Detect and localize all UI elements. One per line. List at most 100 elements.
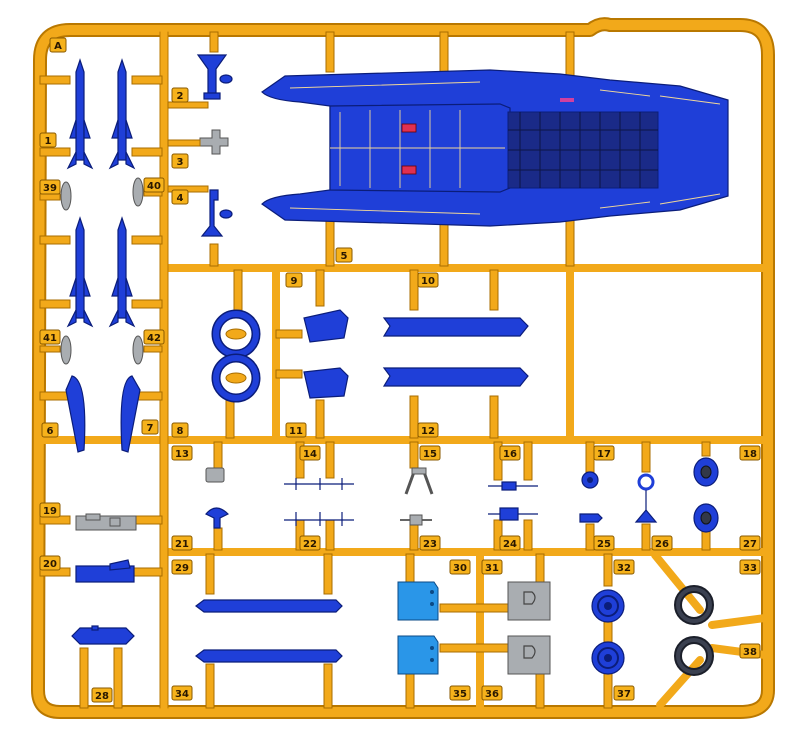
missile-parts [39,58,163,365]
part-22 [284,512,354,526]
part-number-tag-18: 18 [739,445,761,461]
part-number-tag-42-label: 42 [147,333,161,344]
part-number-tag-20: 20 [39,555,61,571]
part-number-tag-36-label: 36 [485,689,499,700]
part-number-tag-28-label: 28 [95,691,109,702]
part-number-tag-34: 34 [171,685,193,701]
part-number-tag-9-label: 9 [291,276,298,287]
part-number-tag-35-label: 35 [453,689,467,700]
part-number-tag-17-label: 17 [597,449,611,460]
part-number-tag-4: 4 [171,189,189,205]
part-number-tag-1: 1 [39,132,57,148]
part-number-tag-41-label: 41 [43,333,57,344]
part-number-tag-25: 25 [593,535,615,551]
part-number-tag-40: 40 [143,177,165,193]
part-number-tag-23: 23 [419,535,441,551]
part-20 [75,559,135,583]
part-number-tag-7-label: 7 [147,423,154,434]
part-number-tag-3-label: 3 [177,157,184,168]
part-number-tag-30: 30 [449,559,471,575]
part-number-tag-27-label: 27 [743,539,757,550]
part-number-tag-27: 27 [739,535,761,551]
part-number-tag-10: 10 [417,272,439,288]
sprue-letter-tag-label: A [54,41,62,52]
part-2 [196,54,233,100]
part-number-tag-5-label: 5 [341,251,348,262]
part-23 [400,514,432,526]
part-26 [634,473,658,523]
part-19 [75,513,137,531]
part-13 [205,467,225,483]
part-number-tag-10-label: 10 [421,276,435,287]
sprue-letter-tag: A [49,37,67,53]
part-17 [581,471,599,489]
part-number-tag-8-label: 8 [177,426,184,437]
part-number-tag-6: 6 [41,422,59,438]
part-number-tag-19: 19 [39,502,61,518]
part-number-tag-38-label: 38 [743,647,757,658]
part-number-tag-1-label: 1 [45,136,52,147]
part-7 [120,375,141,453]
part-number-tag-41: 41 [39,329,61,345]
missile-part [108,58,136,170]
part-number-tag-23-label: 23 [423,539,437,550]
part-number-tag-7: 7 [141,419,159,435]
part-number-tag-4-label: 4 [177,193,184,204]
part-number-tag-34-label: 34 [175,689,189,700]
part-number-tag-22: 22 [299,535,321,551]
part-number-tag-9: 9 [285,272,303,288]
part-number-tag-39-label: 39 [43,183,57,194]
part-10 [382,317,529,337]
sprue-gates [39,31,711,709]
part-number-tag-32: 32 [613,559,635,575]
part-number-tag-20-label: 20 [43,559,57,570]
part-5-fuselage [261,69,729,227]
part-21 [205,507,230,529]
part-number-tag-16-label: 16 [503,449,517,460]
part-number-tag-2: 2 [171,87,189,103]
part-31 [507,581,551,621]
part-number-tag-19-label: 19 [43,506,57,517]
part-number-tag-12-label: 12 [421,426,435,437]
part-35 [397,635,439,675]
part-number-tag-33: 33 [739,559,761,575]
part-number-tag-6-label: 6 [47,426,54,437]
part-14 [284,478,354,490]
part-number-tag-24-label: 24 [503,539,517,550]
part-number-tag-31: 31 [481,559,503,575]
part-37 [591,641,625,675]
part-number-tag-13: 13 [171,445,193,461]
part-number-tag-31-label: 31 [485,563,499,574]
part-number-tag-38: 38 [739,643,761,659]
part-number-tag-14: 14 [299,445,321,461]
part-number-tag-40-label: 40 [147,181,161,192]
part-number-tag-32-label: 32 [617,563,631,574]
part-number-tag-25-label: 25 [597,539,611,550]
part-8-rings [211,309,261,403]
part-6 [65,375,86,453]
sprue-frame [31,17,775,719]
part-number-tag-35: 35 [449,685,471,701]
part-number-tag-18-label: 18 [743,449,757,460]
part-33-38-tires [674,585,714,676]
part-number-tag-26: 26 [651,535,673,551]
part-18-27-wheels [693,457,719,533]
part-number-tag-3: 3 [171,153,189,169]
part-11 [303,367,349,399]
missile-part [66,58,94,170]
part-16 [488,481,538,491]
part-number-tag-21: 21 [171,535,193,551]
part-number-tag-33-label: 33 [743,563,757,574]
part-9 [303,309,349,343]
part-number-tag-22-label: 22 [303,539,317,550]
part-36 [507,635,551,675]
part-number-tag-17: 17 [593,445,615,461]
part-12 [382,367,529,387]
part-number-tag-16: 16 [499,445,521,461]
missile-part [66,216,94,328]
part-34 [195,649,343,663]
part-28 [71,625,135,645]
part-number-tag-26-label: 26 [655,539,669,550]
